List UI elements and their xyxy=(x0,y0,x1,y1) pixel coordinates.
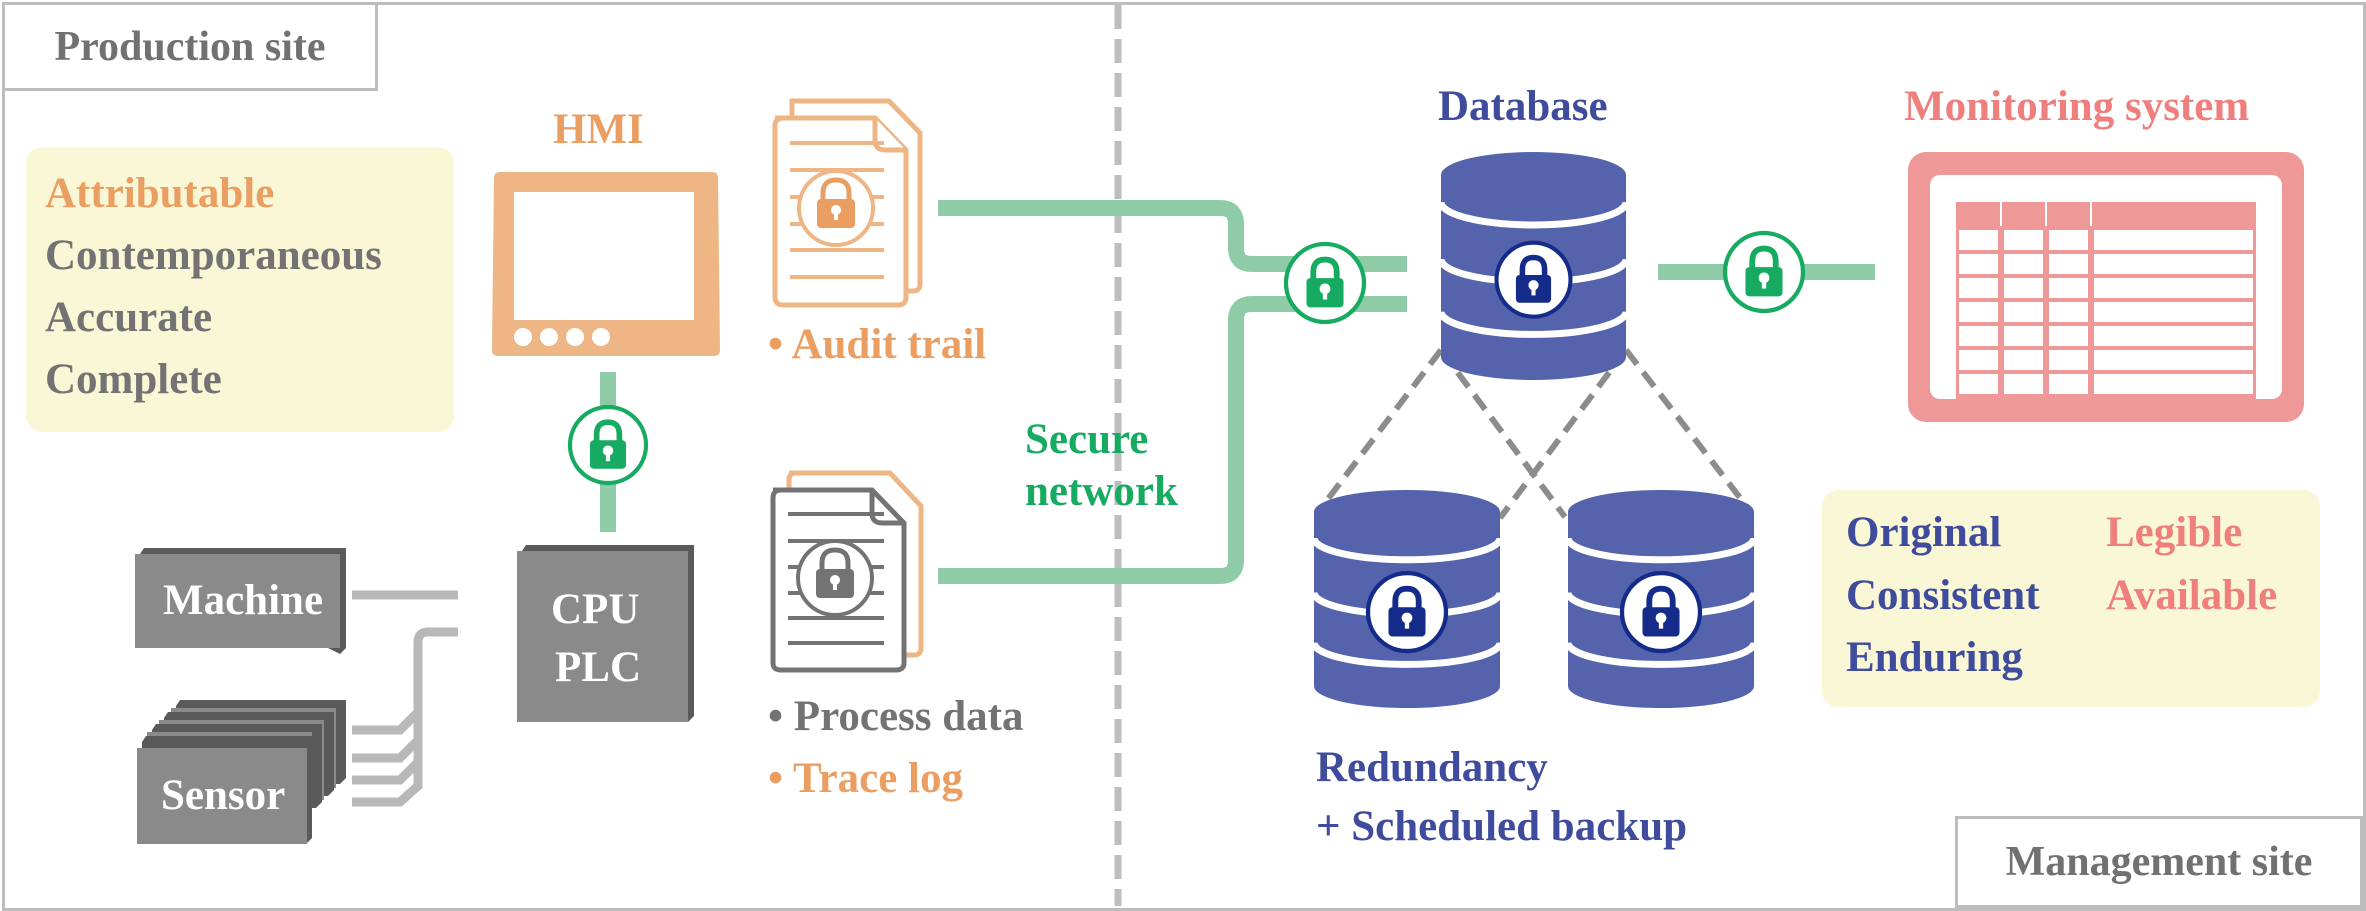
alcoa-accurate: Accurate xyxy=(45,294,213,341)
database-main-lock-icon xyxy=(1494,240,1573,319)
monitoring-screen-icon xyxy=(1908,152,2304,422)
wire-sensor-3 xyxy=(352,730,423,785)
wire-sensor-4 xyxy=(352,760,423,807)
trace-log-label: • Trace log xyxy=(768,755,963,802)
scheduled-backup-label: + Scheduled backup xyxy=(1316,803,1688,850)
sensor-label: Sensor xyxy=(161,772,286,819)
audit-trail-label: • Audit trail xyxy=(768,321,987,368)
production-site-label: Production site xyxy=(2,2,378,91)
alcoa-original: Original xyxy=(1846,509,2002,556)
redundancy-label: Redundancy xyxy=(1316,744,1548,791)
alcoa-attributable: Attributable xyxy=(45,170,275,217)
management-site-label: Management site xyxy=(1955,816,2363,908)
alcoa-available: Available xyxy=(2106,572,2278,619)
lock-icon-db-monitoring xyxy=(1722,230,1806,314)
alcoa-consistent: Consistent xyxy=(1846,572,2040,619)
hmi-monitor-icon xyxy=(492,172,720,356)
cpu-plc-block xyxy=(517,545,694,722)
sensor-stack xyxy=(137,700,346,844)
secure-network-lines xyxy=(600,200,1875,584)
process-document-icon xyxy=(770,470,924,673)
cpu-label: CPU xyxy=(551,586,640,633)
secure-network-label-1: Secure xyxy=(1025,416,1149,463)
alcoa-box-management: Original Consistent Enduring Legible Ava… xyxy=(1822,490,2320,707)
alcoa-contemporaneous: Contemporaneous xyxy=(45,232,382,279)
network-line-process xyxy=(938,296,1407,584)
audit-document-icon xyxy=(772,98,923,308)
wire-sensor-2 xyxy=(352,700,423,763)
alcoa-enduring: Enduring xyxy=(1846,634,2023,681)
backup-links xyxy=(1315,348,1754,520)
hmi-title: HMI xyxy=(553,106,644,153)
database-main-icon xyxy=(1437,152,1630,381)
database-backup-2-lock-icon xyxy=(1619,570,1703,654)
database-backup-1-lock-icon xyxy=(1365,570,1449,654)
plc-label: PLC xyxy=(555,644,641,691)
backup-link-1b xyxy=(1438,348,1568,519)
backup-link-2a xyxy=(1497,348,1629,520)
process-data-label: • Process data xyxy=(768,693,1024,740)
database-title: Database xyxy=(1438,83,1608,130)
secure-network-label-2: network xyxy=(1025,468,1178,515)
monitoring-title: Monitoring system xyxy=(1904,83,2250,130)
network-line-audit xyxy=(938,200,1407,272)
database-backup-1-icon xyxy=(1310,489,1504,708)
machine-label: Machine xyxy=(163,577,324,624)
lock-icon-network-db xyxy=(1283,241,1367,325)
alcoa-box-production: Attributable Contemporaneous Accurate Co… xyxy=(26,147,454,432)
alcoa-complete: Complete xyxy=(45,356,222,403)
machine-block xyxy=(135,548,346,654)
database-backup-2-icon xyxy=(1564,489,1758,708)
wire-sensor-1 xyxy=(352,627,458,735)
lock-icon-hmi-cpu xyxy=(567,404,649,486)
backup-link-2b xyxy=(1623,348,1754,514)
device-wires xyxy=(352,590,458,807)
alcoa-legible: Legible xyxy=(2106,509,2243,556)
backup-link-1a xyxy=(1315,348,1444,514)
